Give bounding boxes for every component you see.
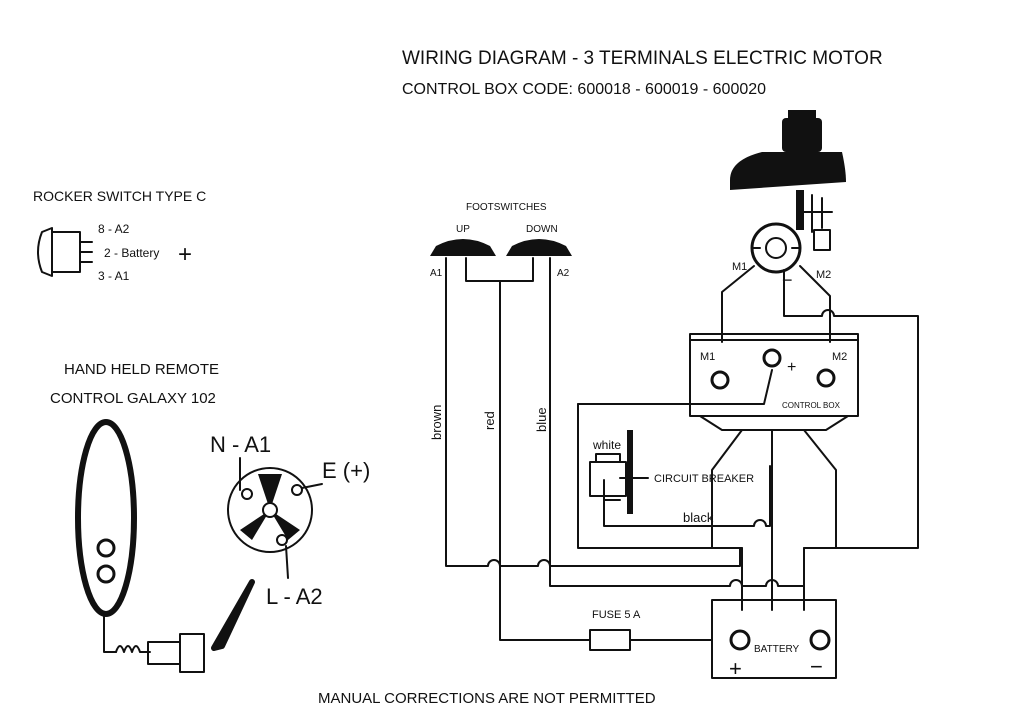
circuit-breaker-icon (627, 430, 633, 514)
windlass-drum-icon (782, 118, 822, 152)
circuit-breaker-label: CIRCUIT BREAKER (654, 473, 754, 485)
diagram-subtitle: CONTROL BOX CODE: 600018 - 600019 - 6000… (402, 81, 766, 98)
control-box-plus-symbol: + (787, 359, 796, 376)
motor-m1-label: M1 (732, 261, 747, 273)
footswitch-a1-label: A1 (430, 268, 443, 279)
wire-red (499, 280, 591, 641)
battery-plus-terminal (729, 629, 751, 651)
motor-minus-symbol: − (782, 270, 793, 290)
control-box-m1-terminal (710, 370, 730, 390)
remote-cable-coil (115, 645, 151, 653)
wire-motor-m2 (799, 265, 831, 343)
remote-button-1 (96, 538, 116, 558)
control-box-label: CONTROL BOX (782, 401, 841, 410)
rocker-plus-symbol: + (178, 241, 192, 268)
footswitches: FOOTSWITCHES UP DOWN A1 A2 (430, 202, 572, 279)
wire-cb-to-battery-minus (803, 429, 837, 611)
battery-plus-symbol: + (729, 656, 742, 681)
wire-cb-to-battery-plus (711, 429, 743, 611)
battery-minus-symbol: − (810, 654, 823, 679)
fuse-icon (589, 629, 631, 651)
wire-brown (445, 257, 741, 567)
remote-plug-head (179, 633, 205, 673)
hand-held-remote: HAND HELD REMOTE CONTROL GALAXY 102 N - … (50, 361, 370, 673)
footswitch-common-wire (465, 257, 534, 282)
control-box-m1-label: M1 (700, 351, 715, 363)
remote-plug-body (147, 641, 181, 665)
rocker-switch-title: ROCKER SWITCH TYPE C (33, 188, 206, 204)
circuit-breaker: CIRCUIT BREAKER (589, 430, 754, 514)
windlass-motor: M1 M2 − (730, 110, 846, 290)
control-box-icon (689, 333, 859, 417)
remote-handset-icon (75, 419, 137, 617)
wire-white-label: white (592, 438, 621, 452)
wire-plus-to-breaker (577, 369, 773, 417)
control-box-m2-terminal (816, 368, 836, 388)
remote-cable (103, 613, 117, 653)
remote-socket-icon (227, 467, 313, 553)
rocker-pin-a2: 8 - A2 (98, 222, 130, 236)
wire-black-label: black (683, 510, 714, 525)
rocker-switch: ROCKER SWITCH TYPE C 8 - A2 2 - Battery … (33, 188, 206, 283)
footswitch-down-label: DOWN (526, 224, 558, 235)
rocker-pin-battery: 2 - Battery (104, 246, 159, 260)
remote-button-2 (96, 564, 116, 584)
wire-breaker-loop (577, 403, 743, 549)
motor-m2-label: M2 (816, 269, 831, 281)
l-a2-leader (285, 545, 289, 579)
battery: BATTERY + − (711, 599, 837, 681)
wire-brown-label: brown (429, 405, 444, 440)
pointer-arrow-icon (211, 579, 255, 651)
wire-motor-m1 (721, 265, 755, 343)
wire-m2-loop (783, 269, 919, 549)
wire-blue-label: blue (534, 407, 549, 432)
rocker-pin-a1: 3 - A1 (98, 269, 130, 283)
wire-red-label: red (482, 411, 497, 430)
battery-label: BATTERY (754, 644, 800, 655)
footswitch-up-icon (430, 239, 496, 256)
remote-title-line1: HAND HELD REMOTE (64, 361, 219, 378)
wire-white (595, 453, 621, 463)
battery-minus-terminal (809, 629, 831, 651)
footswitch-down-icon (506, 239, 572, 256)
footswitches-title: FOOTSWITCHES (466, 202, 547, 213)
windlass-deck-icon (730, 152, 846, 190)
e-plus-leader (301, 483, 323, 489)
footswitch-a2-label: A2 (557, 268, 570, 279)
wire-black (603, 465, 771, 527)
diagram-title: WIRING DIAGRAM - 3 TERMINALS ELECTRIC MO… (402, 48, 883, 69)
wire-blue (549, 257, 805, 587)
remote-title-line2: CONTROL GALAXY 102 (50, 390, 216, 407)
battery-icon (711, 599, 837, 679)
remote-label-e-plus: E (+) (322, 458, 370, 483)
remote-label-l-a2: L - A2 (266, 584, 323, 609)
control-box: M1 M2 + CONTROL BOX (689, 333, 859, 431)
fuse-label: FUSE 5 A (592, 609, 641, 621)
remote-label-n-a1: N - A1 (210, 432, 271, 457)
control-box-m2-label: M2 (832, 351, 847, 363)
footswitch-up-label: UP (456, 224, 470, 235)
rocker-switch-body (51, 231, 81, 273)
footer-notice: MANUAL CORRECTIONS ARE NOT PERMITTED (318, 690, 656, 707)
rocker-switch-cap (37, 227, 53, 277)
control-box-plus-terminal (762, 348, 782, 368)
